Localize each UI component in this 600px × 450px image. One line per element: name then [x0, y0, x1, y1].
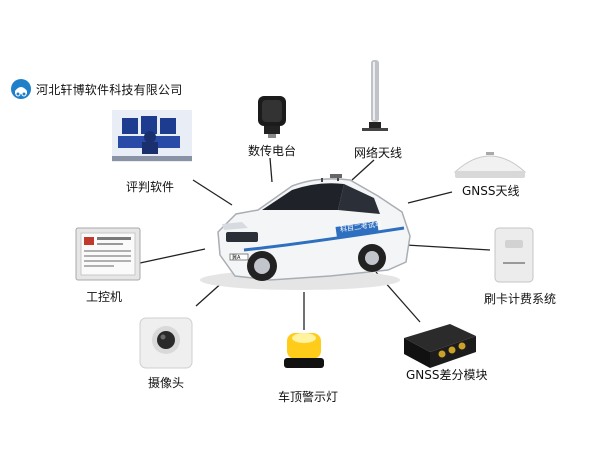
label-industrial-pc: 工控机	[86, 290, 123, 304]
label-digital-radio: 数传电台	[248, 144, 297, 158]
radio-icon	[258, 96, 286, 138]
label-warning-light: 车顶警示灯	[278, 390, 339, 404]
connector-gnss	[407, 191, 453, 204]
antenna-icon	[362, 60, 388, 131]
camera-icon	[139, 317, 193, 369]
card-reader-icon	[494, 227, 534, 283]
connector-antenna	[351, 159, 375, 181]
car-plate: 冀A	[232, 255, 241, 261]
label-camera: 摄像头	[148, 376, 185, 390]
connector-lines	[139, 157, 491, 330]
connector-judge	[192, 179, 233, 206]
connector-card	[405, 244, 491, 251]
logo-icon	[11, 79, 31, 99]
label-network-antenna: 网络天线	[354, 146, 403, 160]
label-card-system: 刷卡计费系统	[484, 292, 557, 306]
gnss-dome-icon	[453, 152, 527, 178]
label-judge-software: 评判软件	[126, 180, 175, 194]
label-gnss-module: GNSS差分模块	[406, 368, 488, 382]
monitor-desk-icon	[112, 110, 192, 162]
warning-light-icon	[284, 333, 324, 368]
gnss-module-icon	[404, 324, 476, 368]
company-name: 河北轩博软件科技有限公司	[36, 82, 183, 97]
company-logo: 河北轩博软件科技有限公司	[10, 78, 182, 100]
connector-pc	[139, 248, 206, 264]
industrial-pc-icon	[75, 227, 141, 281]
label-gnss-antenna: GNSS天线	[462, 184, 520, 198]
exam-car	[200, 174, 411, 290]
connector-radio	[269, 157, 273, 183]
